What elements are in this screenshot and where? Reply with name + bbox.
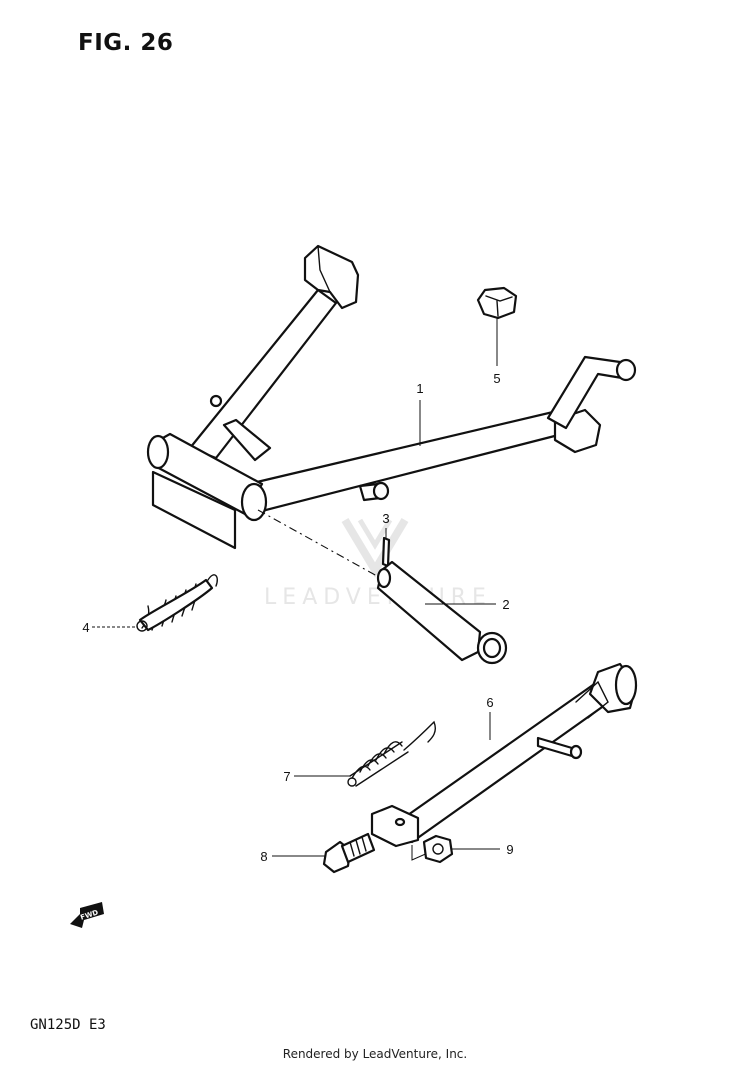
rendered-by-credit: Rendered by LeadVenture, Inc.: [282, 1047, 468, 1061]
svg-text:1: 1: [416, 381, 423, 396]
side-stand[interactable]: [370, 662, 638, 848]
watermark-text: LEADVENTURE: [264, 585, 492, 610]
side-stand-nut[interactable]: [422, 834, 454, 864]
side-stand-spring[interactable]: [347, 720, 437, 787]
assembly-line: [411, 845, 431, 861]
callout-4: 4: [82, 620, 138, 635]
callout-1: 1: [416, 381, 424, 446]
stand-stopper[interactable]: [476, 286, 518, 320]
callout-2: 2: [425, 597, 510, 612]
side-stand-bolt[interactable]: [322, 832, 376, 874]
stand-shaft[interactable]: [376, 560, 508, 665]
svg-text:2: 2: [502, 597, 509, 612]
axis-line: [257, 509, 396, 587]
callout-3: 3: [382, 511, 390, 538]
center-stand[interactable]: [146, 244, 637, 550]
model-code: GN125D E3: [30, 1017, 106, 1033]
callout-8: 8: [260, 849, 326, 864]
callout-6: 6: [486, 695, 494, 740]
svg-text:9: 9: [506, 842, 513, 857]
stand-spring[interactable]: [136, 574, 218, 632]
callout-5: 5: [493, 318, 501, 386]
svg-text:7: 7: [283, 769, 290, 784]
svg-text:6: 6: [486, 695, 493, 710]
svg-text:5: 5: [493, 371, 500, 386]
callout-7: 7: [283, 769, 350, 784]
svg-text:8: 8: [260, 849, 267, 864]
callout-9: 9: [452, 842, 514, 857]
forward-arrow-icon: FWD: [70, 902, 104, 928]
svg-text:4: 4: [82, 620, 89, 635]
cotter-pin[interactable]: [381, 536, 391, 568]
figure-title: FIG. 26: [78, 30, 174, 56]
watermark-logo: LEADVENTURE: [264, 517, 492, 610]
svg-text:3: 3: [382, 511, 389, 526]
